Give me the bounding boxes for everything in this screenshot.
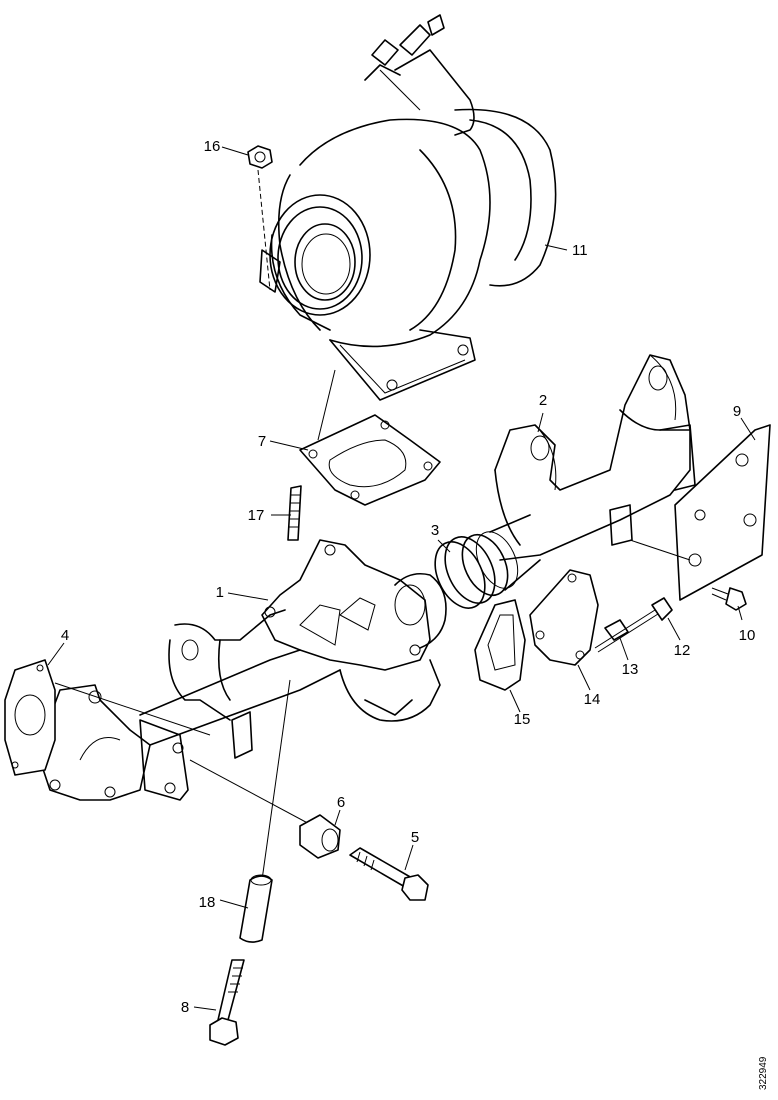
callout-leaders bbox=[47, 146, 756, 1011]
callout-10: 10 bbox=[739, 627, 756, 644]
cover-14 bbox=[529, 569, 599, 666]
callout-2: 2 bbox=[539, 392, 547, 409]
callout-6: 6 bbox=[337, 794, 345, 811]
gasket-4 bbox=[4, 659, 56, 776]
callout-7: 7 bbox=[258, 433, 266, 450]
drawing-code: 322949 bbox=[758, 1056, 769, 1090]
gasket-15 bbox=[474, 599, 526, 691]
callout-9: 9 bbox=[733, 403, 741, 420]
callout-11: 11 bbox=[572, 242, 588, 259]
callout-12: 12 bbox=[674, 642, 691, 659]
turbocharger bbox=[259, 14, 557, 401]
nut-16 bbox=[247, 145, 273, 169]
callout-3: 3 bbox=[431, 522, 439, 539]
leader-gasket-4 bbox=[54, 682, 211, 736]
callout-16: 16 bbox=[204, 138, 221, 155]
heat-shield-9 bbox=[674, 424, 771, 601]
bolt-8 bbox=[209, 959, 245, 1046]
gasket-7 bbox=[299, 414, 441, 506]
callout-5: 5 bbox=[411, 829, 419, 846]
callout-1: 1 bbox=[216, 584, 224, 601]
leader-gasket bbox=[317, 369, 336, 441]
bolt-12 bbox=[594, 597, 673, 653]
callout-14: 14 bbox=[584, 691, 601, 708]
callout-17: 17 bbox=[248, 507, 265, 524]
leader-bolt-8 bbox=[261, 679, 291, 881]
manifold-front bbox=[39, 539, 447, 801]
leader-nut-16 bbox=[257, 169, 271, 291]
callout-15: 15 bbox=[514, 711, 531, 728]
bolt-10 bbox=[711, 587, 747, 611]
sleeve-13 bbox=[604, 619, 629, 641]
stud-17 bbox=[287, 485, 302, 541]
callout-18: 18 bbox=[199, 894, 216, 911]
callout-8: 8 bbox=[181, 999, 189, 1016]
leader-shield bbox=[629, 539, 691, 561]
manifold-rear bbox=[494, 354, 696, 561]
spacer-18 bbox=[239, 874, 273, 943]
callout-4: 4 bbox=[61, 627, 69, 644]
seal-rings-3 bbox=[434, 514, 541, 609]
bolt-5 bbox=[349, 847, 429, 901]
sleeve-6 bbox=[299, 814, 341, 859]
callout-13: 13 bbox=[622, 661, 639, 678]
